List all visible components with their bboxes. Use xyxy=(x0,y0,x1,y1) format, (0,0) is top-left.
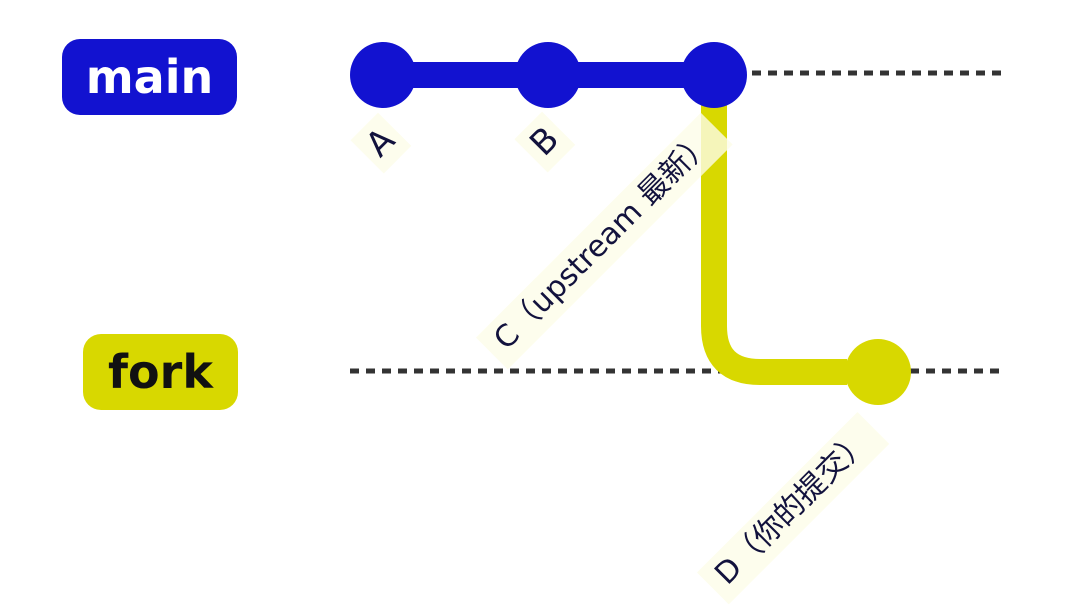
commit-c-node xyxy=(681,42,747,108)
commit-a-node xyxy=(350,42,416,108)
main-branch-badge: main xyxy=(62,39,237,115)
fork-branch-badge: fork xyxy=(83,334,238,410)
fork-branch-line xyxy=(701,75,847,385)
commit-b-node xyxy=(515,42,581,108)
commit-d-node xyxy=(845,339,911,405)
